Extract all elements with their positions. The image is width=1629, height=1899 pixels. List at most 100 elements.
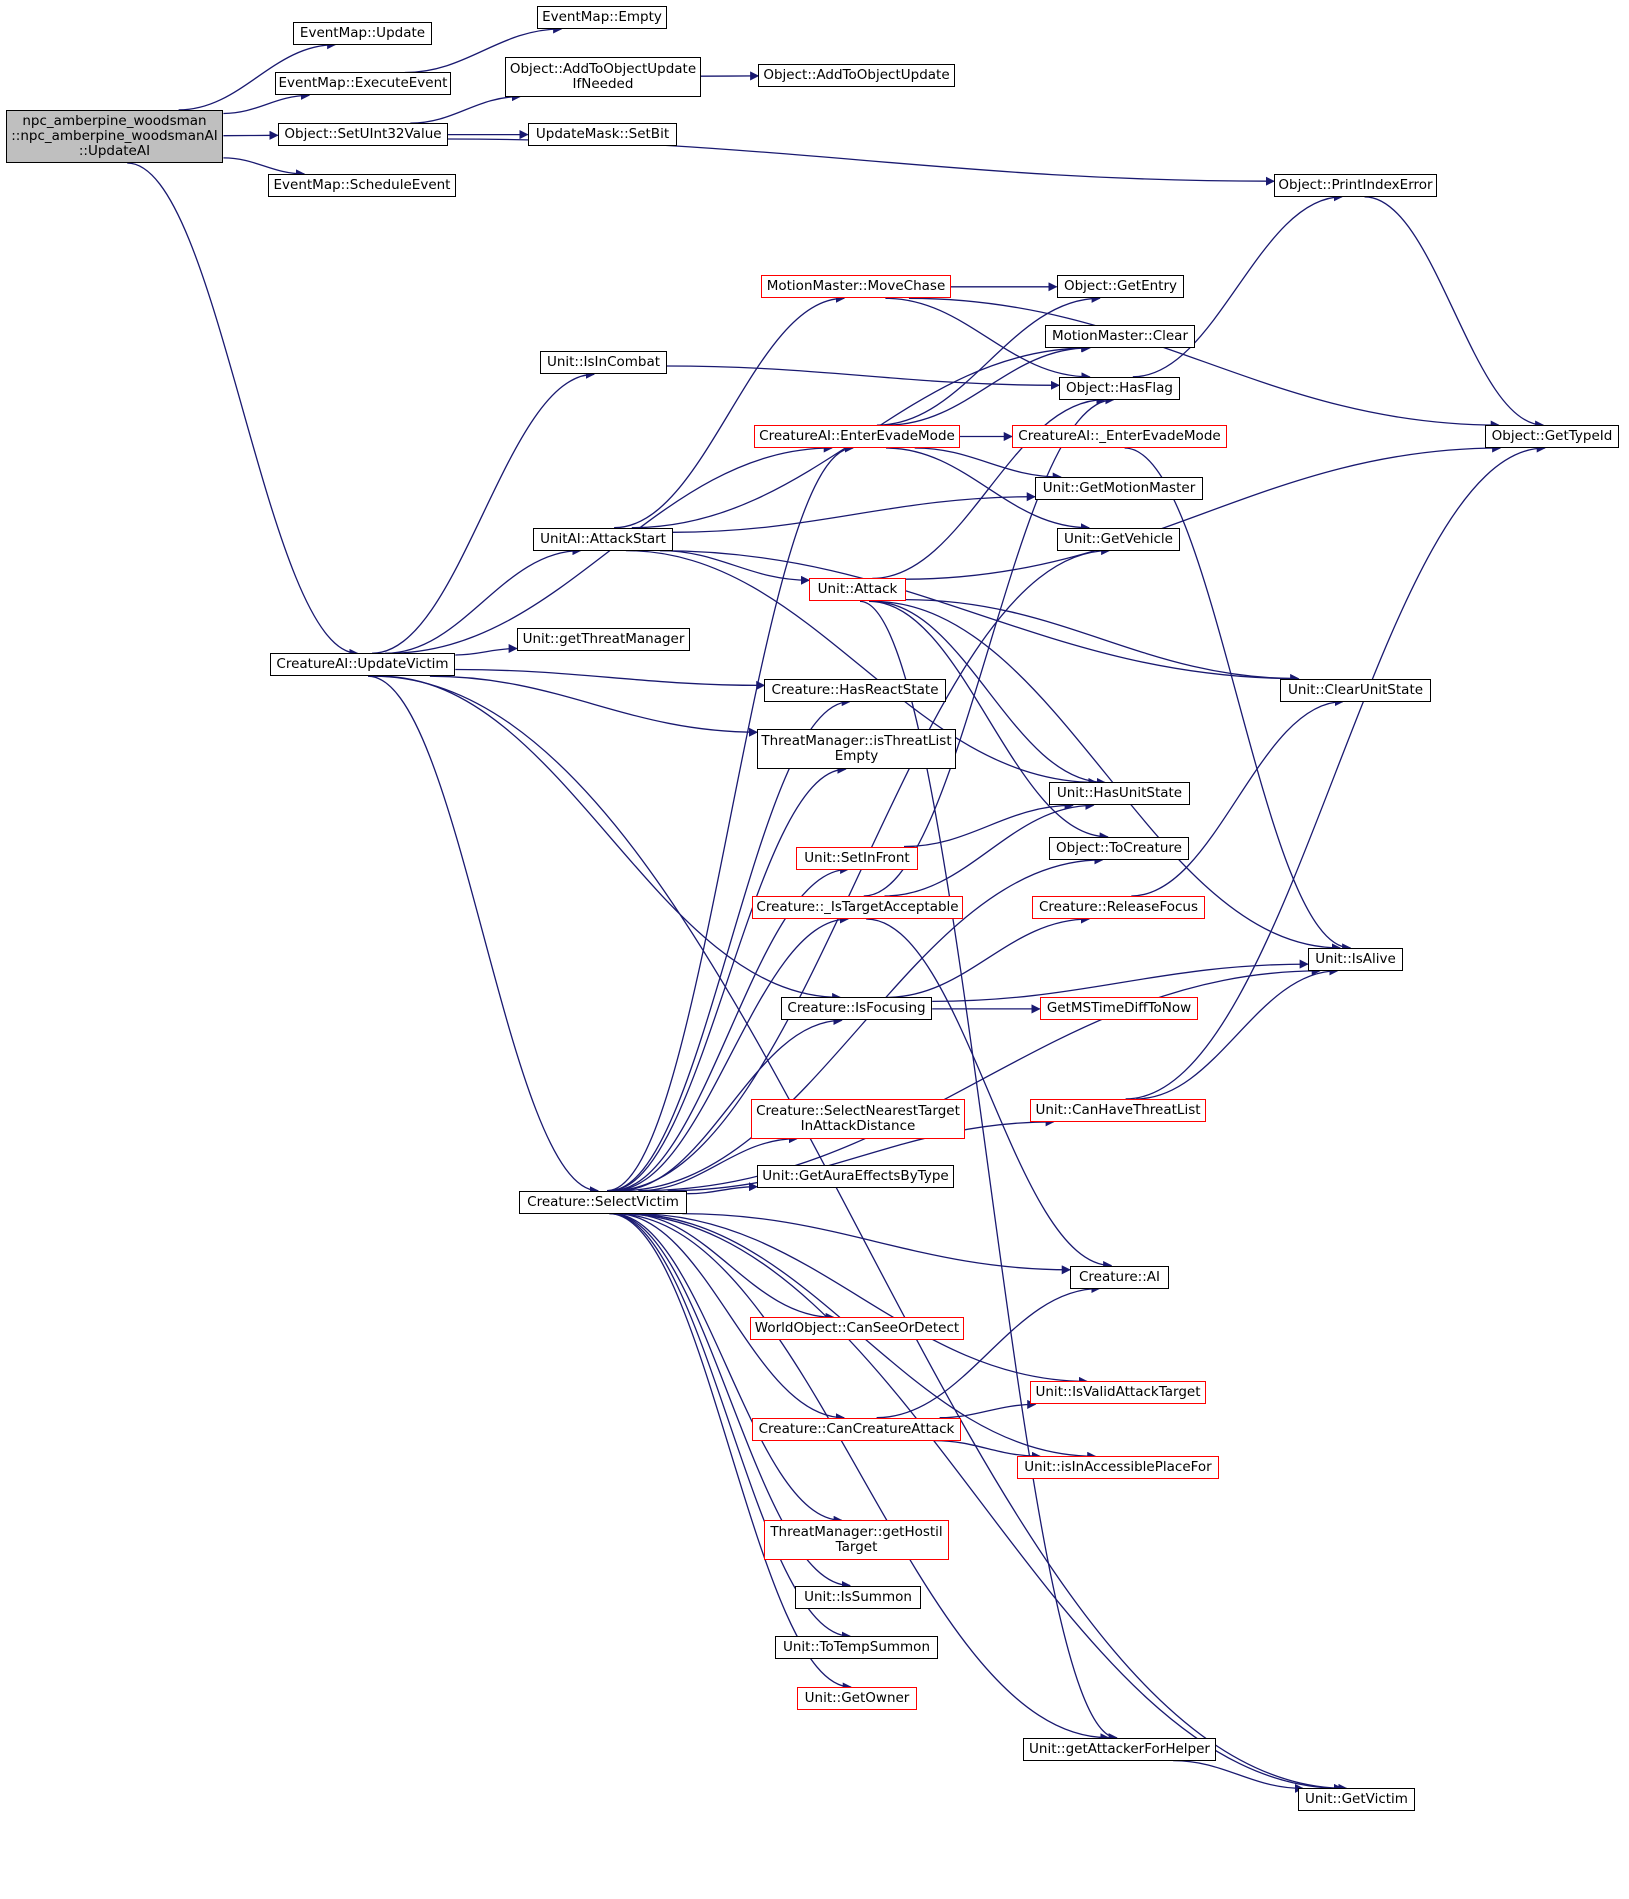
call-edge-creatureai_updatevictim-to-unit_isincombat: [371, 369, 595, 654]
node-eventmap-update[interactable]: EventMap::Update: [293, 22, 432, 45]
call-edge-unitai_attackstart-to-unit_attack: [660, 549, 811, 585]
call-edge-creature_selectvictim-to-unit_setinfront: [611, 864, 850, 1192]
node-unit-getattackerforhelper[interactable]: Unit::getAttackerForHelper: [1023, 1738, 1216, 1761]
call-edge-unit_canhavethreatlist-to-unit_isalive: [1136, 966, 1339, 1100]
node-eventmap-scheduleevent[interactable]: EventMap::ScheduleEvent: [268, 174, 456, 197]
node-object-setuint32value[interactable]: Object::SetUInt32Value: [278, 123, 448, 146]
call-edge-creature_selectvictim-to-creature__istargetacceptable: [613, 914, 850, 1192]
node-unit-getvehicle[interactable]: Unit::GetVehicle: [1057, 528, 1180, 551]
call-edge-root-to-eventmap_scheduleevent: [223, 157, 306, 179]
call-edge-root-to-eventmap_update: [178, 40, 337, 111]
node-creatureai-enterevademode[interactable]: CreatureAI::EnterEvadeMode: [754, 425, 960, 448]
node-threatmanager-isthreatlistempty[interactable]: ThreatManager::isThreatList Empty: [757, 729, 956, 769]
node-updatemask-setbit[interactable]: UpdateMask::SetBit: [528, 123, 677, 146]
node-unit-getowner[interactable]: Unit::GetOwner: [797, 1687, 917, 1710]
node-object-getentry[interactable]: Object::GetEntry: [1057, 275, 1184, 298]
node-threatmanager-gethostiltarget[interactable]: ThreatManager::getHostil Target: [764, 1520, 949, 1560]
node-eventmap-empty[interactable]: EventMap::Empty: [537, 6, 667, 29]
node-creature-hasreactstate[interactable]: Creature::HasReactState: [764, 679, 946, 702]
call-edge-creature_cancreatureattack-to-creature_ai: [876, 1283, 1101, 1419]
call-edge-creature_cancreatureattack-to-unit_isinaccessibleplacefor: [934, 1439, 1042, 1461]
call-edge-creatureai_enterevademode-to-unit_getmotionmaster: [914, 447, 1062, 482]
call-edge-creature_selectvictim-to-threatmanager_isthreatlistempty: [609, 764, 847, 1192]
call-edge-creatureai_updatevictim-to-creature_isfocusing: [379, 675, 842, 1002]
call-edge-unit_attack-to-object_gettypeid: [905, 443, 1502, 580]
call-edge-creature_selectvictim-to-threatmanager_gethostiltarget: [611, 1212, 843, 1525]
node-creature-isfocusing[interactable]: Creature::IsFocusing: [781, 997, 932, 1020]
call-edge-creature_selectvictim-to-creature_cancreatureattack: [615, 1212, 845, 1423]
call-edge-object_setuint32value-to-object_addtoobjectupdateifneeded: [410, 92, 522, 124]
node-unit-isvalidattacktarget[interactable]: Unit::IsValidAttackTarget: [1030, 1381, 1206, 1404]
call-edge-creature_selectvictim-to-unit_totempsummon: [609, 1212, 852, 1641]
node-unit-hasunitstate[interactable]: Unit::HasUnitState: [1049, 782, 1190, 805]
node-creature-selectvictim[interactable]: Creature::SelectVictim: [519, 1191, 687, 1214]
node-creature-selectnearesttargetinattackdistance[interactable]: Creature::SelectNearestTarget InAttackDi…: [751, 1099, 965, 1139]
call-edge-creature_selectvictim-to-creatureai_enterevademode: [606, 443, 854, 1192]
node-creatureai-underscore-enterevademode[interactable]: CreatureAI::_EnterEvadeMode: [1012, 425, 1227, 448]
node-unit-getvictim[interactable]: Unit::GetVictim: [1298, 1788, 1415, 1811]
node-unit-getauraeffectsbytype[interactable]: Unit::GetAuraEffectsByType: [757, 1165, 954, 1188]
node-motionmaster-clear[interactable]: MotionMaster::Clear: [1045, 325, 1195, 348]
node-unit-totempsummon[interactable]: Unit::ToTempSummon: [775, 1636, 938, 1659]
node-unit-canhavethreatlist[interactable]: Unit::CanHaveThreatList: [1030, 1099, 1206, 1122]
node-object-addtoobjectupdateifneeded[interactable]: Object::AddToObjectUpdate IfNeeded: [505, 57, 701, 97]
call-edge-creature_selectvictim-to-unit_getauraeffectsbytype: [687, 1182, 759, 1195]
node-unit-isinaccessibleplacefor[interactable]: Unit::isInAccessiblePlaceFor: [1017, 1456, 1219, 1479]
node-creature-releasefocus[interactable]: Creature::ReleaseFocus: [1032, 896, 1205, 919]
call-edge-creatureai_updatevictim-to-creature_hasreactstate: [455, 668, 766, 690]
node-eventmap-executeevent[interactable]: EventMap::ExecuteEvent: [275, 72, 451, 95]
node-creatureai-updatevictim[interactable]: CreatureAI::UpdateVictim: [270, 653, 455, 676]
call-edge-creature__istargetacceptable-to-object_hasflag: [863, 395, 1115, 897]
call-edge-unit_getattackerforhelper-to-unit_getvictim: [1173, 1759, 1304, 1793]
call-edge-creature_cancreatureattack-to-unit_isvalidattacktarget: [939, 1399, 1037, 1419]
call-edge-creature_selectvictim-to-unit_isalive: [638, 966, 1321, 1192]
call-edge-creature_selectvictim-to-unit_getattackerforhelper: [613, 1212, 1110, 1743]
node-unit-getthreatmanager[interactable]: Unit::getThreatManager: [517, 628, 690, 651]
call-edge-creatureai_updatevictim-to-creature_selectvictim: [367, 675, 599, 1196]
call-edge-unitai_attackstart-to-motionmaster_movechase: [614, 293, 846, 529]
call-edge-unit_isincombat-to-object_hasflag: [666, 365, 1060, 390]
call-edge-creature_selectvictim-to-unit_issummon: [610, 1212, 851, 1591]
call-edge-creature_selectvictim-to-unit_canhavethreatlist: [667, 1117, 1055, 1192]
call-edge-creatureai_enterevademode-to-motionmaster_clear: [886, 343, 1091, 426]
call-edge-creature__istargetacceptable-to-creature_ai: [866, 918, 1113, 1271]
node-object-gettypeid[interactable]: Object::GetTypeId: [1485, 425, 1619, 448]
node-unit-attack[interactable]: Unit::Attack: [809, 578, 906, 601]
call-edge-object_printindexerror-to-object_gettypeid: [1364, 196, 1545, 430]
node-creature-ai[interactable]: Creature::AI: [1070, 1266, 1169, 1289]
node-worldobject-canseeordetect[interactable]: WorldObject::CanSeeOrDetect: [750, 1317, 964, 1340]
node-unit-clearunitstate[interactable]: Unit::ClearUnitState: [1280, 679, 1431, 702]
call-edge-creature_isfocusing-to-creature_releasefocus: [886, 914, 1091, 999]
call-edge-root-to-creatureai_updatevictim: [127, 162, 359, 658]
node-motionmaster-movechase[interactable]: MotionMaster::MoveChase: [761, 275, 951, 298]
call-edge-object_hasflag-to-object_printindexerror: [1132, 192, 1344, 378]
node-creature-istargetacceptable[interactable]: Creature::_IsTargetAcceptable: [752, 896, 963, 919]
node-unit-isalive[interactable]: Unit::IsAlive: [1308, 948, 1403, 971]
call-edge-unit_attack-to-object_tocreature: [868, 600, 1109, 842]
root-function-node: npc_amberpine_woodsman ::npc_amberpine_w…: [6, 110, 223, 163]
node-object-tocreature[interactable]: Object::ToCreature: [1049, 837, 1189, 860]
node-getmstimedifftonow[interactable]: GetMSTimeDiffToNow: [1040, 997, 1198, 1020]
call-edge-creatureai_enterevademode-to-object_getentry: [876, 293, 1101, 426]
call-edge-eventmap_executeevent-to-eventmap_empty: [404, 24, 563, 74]
node-unit-getmotionmaster[interactable]: Unit::GetMotionMaster: [1035, 477, 1203, 500]
call-edge-creature_isfocusing-to-unit_isalive: [932, 959, 1309, 1003]
node-object-printindexerror[interactable]: Object::PrintIndexError: [1274, 174, 1437, 197]
call-edge-creature_selectvictim-to-unit_getvehicle: [612, 546, 1111, 1192]
node-unit-isincombat[interactable]: Unit::IsInCombat: [540, 351, 667, 374]
call-edge-motionmaster_movechase-to-object_hasflag: [885, 297, 1091, 382]
call-edge-creature_selectvictim-to-unit_getvictim: [617, 1212, 1344, 1793]
call-edge-creatureai_updatevictim-to-unit_getvictim: [372, 675, 1348, 1793]
call-edge-unit_attack-to-unit_getattackerforhelper: [859, 600, 1118, 1743]
call-edge-creature__istargetacceptable-to-unit_hasunitstate: [884, 800, 1095, 897]
node-creature-cancreatureattack[interactable]: Creature::CanCreatureAttack: [752, 1418, 961, 1441]
node-unit-setinfront[interactable]: Unit::SetInFront: [796, 847, 918, 870]
call-edge-creature_selectvictim-to-unit_isvalidattacktarget: [634, 1212, 1089, 1386]
call-edge-creature_selectvictim-to-creature_selectnearesttargetinattackdistance: [638, 1134, 798, 1192]
call-edge-unit_canhavethreatlist-to-object_gettypeid: [1125, 443, 1546, 1100]
node-object-hasflag[interactable]: Object::HasFlag: [1059, 377, 1180, 400]
node-object-addtoobjectupdate[interactable]: Object::AddToObjectUpdate: [758, 64, 955, 87]
node-unitai-attackstart[interactable]: UnitAI::AttackStart: [533, 528, 673, 551]
node-unit-issummon[interactable]: Unit::IsSummon: [795, 1586, 921, 1609]
